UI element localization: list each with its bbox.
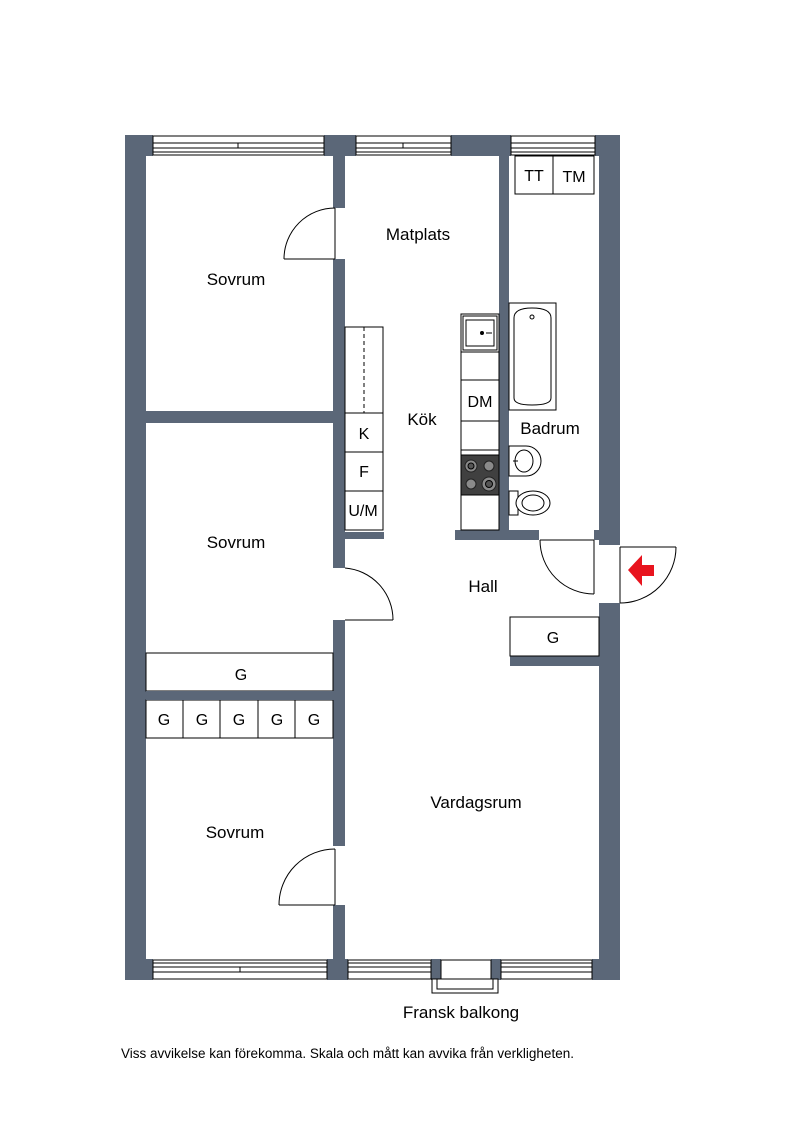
- washbasin: [508, 445, 542, 477]
- door-entrance: [619, 546, 677, 604]
- door-bedroom-bottom: [278, 848, 336, 906]
- wall-top-4: [595, 135, 620, 156]
- stove: [460, 454, 500, 496]
- label-bedroom-wardrobe-long: G: [235, 667, 247, 684]
- hall-wardrobe: [509, 616, 600, 657]
- windows: [152, 135, 596, 994]
- toilet: [508, 490, 551, 516]
- wall-kitchen-stub: [345, 532, 384, 539]
- label-bedroom-wardrobe-5: G: [308, 712, 320, 729]
- window-bottom-1: [152, 959, 328, 980]
- window-bottom-2: [347, 959, 432, 980]
- wall-right-upper: [599, 135, 620, 545]
- window-top-2: [355, 135, 452, 156]
- washing-machine: [552, 155, 595, 195]
- label-tumble-dryer: TT: [524, 168, 544, 185]
- room-label-kitchen: Kök: [407, 410, 437, 429]
- room-label-living: Vardagsrum: [430, 793, 521, 812]
- french-balcony-door: [431, 959, 499, 994]
- room-label-bedroom-middle: Sovrum: [207, 533, 266, 552]
- caption-balcony: Fransk balkong: [403, 1003, 519, 1022]
- label-oven-microwave: U/M: [348, 503, 377, 520]
- wall-bedroom2-hall-lower: [333, 620, 345, 846]
- wall-kitchen-bath: [499, 156, 509, 540]
- label-bedroom-wardrobe-2: G: [196, 712, 208, 729]
- window-top-1: [152, 135, 325, 156]
- wall-top-2: [324, 135, 356, 156]
- label-bedroom-wardrobe-1: G: [158, 712, 170, 729]
- wall-bedroom2-hall-upper: [333, 423, 345, 568]
- wall-bath-hall-right: [594, 530, 600, 540]
- window-top-3: [510, 135, 596, 156]
- entrance-arrow-icon: [628, 555, 654, 586]
- wall-bedroom3-living-lower: [333, 905, 345, 959]
- doors: [278, 207, 677, 906]
- wall-top-3: [451, 135, 511, 156]
- wall-bedroom-kitchen-upper: [333, 156, 345, 208]
- fridge: [344, 412, 384, 453]
- wall-right-lower: [599, 603, 620, 980]
- label-fridge: K: [359, 426, 370, 443]
- bedroom-wardrobe-5: [294, 699, 334, 739]
- label-washing-machine: TM: [562, 169, 585, 186]
- fixture-labels: TT TM DM K F U/M G G G G G G G: [158, 168, 586, 729]
- wall-left: [125, 135, 146, 980]
- wall-bottom-5: [592, 959, 620, 980]
- wall-bedroom1-bedroom2: [146, 411, 345, 423]
- exterior-walls: [125, 135, 620, 980]
- oven-microwave: [344, 490, 384, 531]
- wall-top-1: [125, 135, 153, 156]
- door-bedroom-top: [283, 207, 336, 260]
- bathtub: [508, 302, 557, 411]
- window-bottom-3: [500, 959, 593, 980]
- interior-walls: [146, 156, 600, 959]
- label-hall-wardrobe: G: [547, 630, 559, 647]
- wall-bedroom-kitchen-lower: [333, 259, 345, 420]
- wall-bottom-2: [327, 959, 348, 980]
- kitchen-counter-right: [460, 313, 500, 531]
- door-bathroom: [539, 539, 595, 595]
- label-bedroom-wardrobe-3: G: [233, 712, 245, 729]
- bathroom-fixtures: [508, 302, 557, 516]
- room-label-hall: Hall: [468, 577, 497, 596]
- wall-bottom-1: [125, 959, 153, 980]
- laundry-machines: [514, 155, 595, 195]
- wall-wardrobe-bottom: [510, 656, 599, 666]
- kitchen-cabinets-left: [344, 326, 384, 531]
- label-dishwasher: DM: [468, 394, 493, 411]
- room-label-bathroom: Badrum: [520, 419, 580, 438]
- door-bedroom-middle: [344, 567, 394, 621]
- wall-bottom-3: [431, 959, 441, 980]
- wall-bedroom2-bedroom3: [146, 691, 345, 700]
- wall-bottom-4: [491, 959, 501, 980]
- label-bedroom-wardrobe-4: G: [271, 712, 283, 729]
- label-freezer: F: [359, 464, 369, 481]
- bedroom-wardrobe-4: [257, 699, 296, 739]
- room-label-bedroom-top: Sovrum: [207, 270, 266, 289]
- freezer: [344, 451, 384, 492]
- dishwasher: [460, 379, 500, 422]
- wall-bath-hall: [455, 530, 539, 540]
- caption-disclaimer: Viss avvikelse kan förekomma. Skala och …: [121, 1046, 574, 1061]
- room-label-bedroom-bottom: Sovrum: [206, 823, 265, 842]
- room-label-dining: Matplats: [386, 225, 450, 244]
- room-labels: Sovrum Matplats Kök Badrum Sovrum Hall V…: [206, 225, 580, 842]
